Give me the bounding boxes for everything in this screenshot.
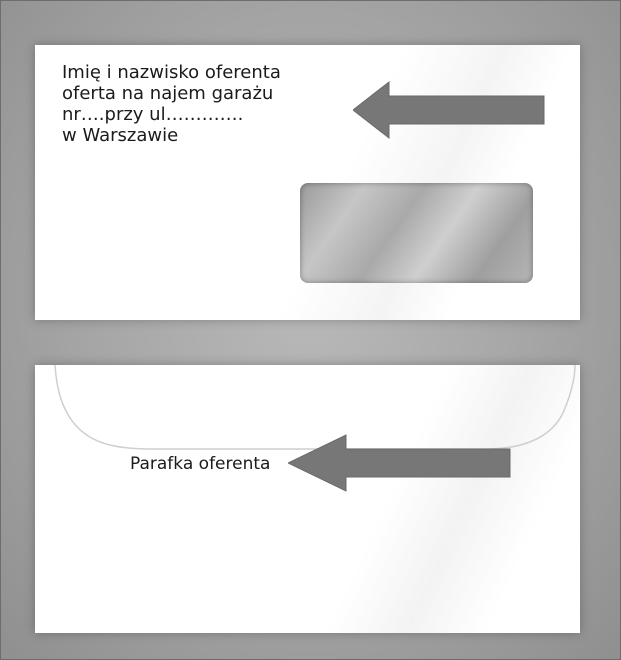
envelope-front: Imię i nazwisko oferenta oferta na najem…: [35, 45, 580, 320]
envelope-back: Parafka oferenta: [35, 365, 580, 633]
signature-label: Parafka oferenta: [130, 454, 271, 474]
envelope-flap-outline: [54, 365, 576, 450]
flap-arrow-icon: [288, 434, 511, 492]
address-line-name: Imię i nazwisko oferenta: [62, 62, 281, 83]
address-line-city: w Warszawie: [62, 125, 179, 146]
address-block: Imię i nazwisko oferenta oferta na najem…: [62, 62, 281, 146]
address-line-number: nr….przy ul………….: [62, 104, 244, 125]
address-line-offer: oferta na najem garażu: [62, 83, 274, 104]
envelope-window: [300, 183, 533, 283]
address-arrow-icon: [353, 80, 545, 140]
